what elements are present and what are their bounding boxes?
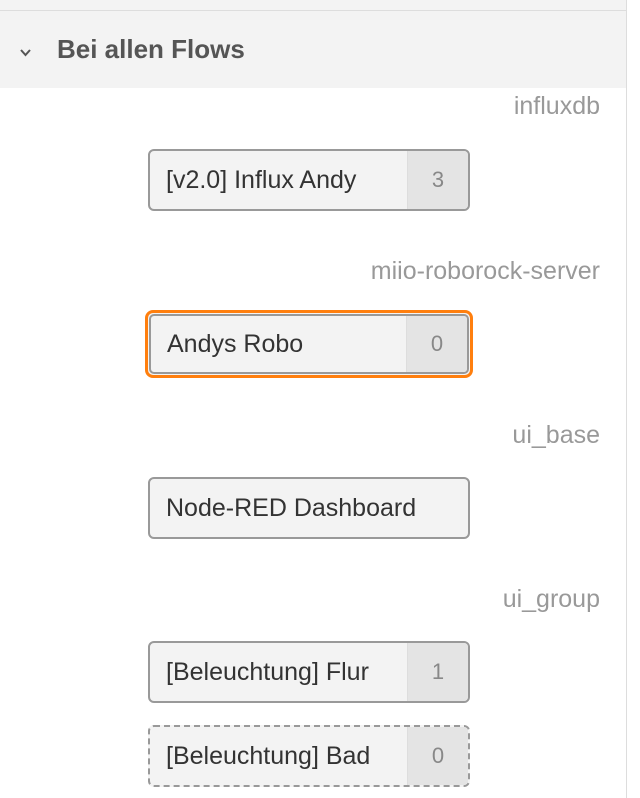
- usage-count-badge: 0: [407, 727, 468, 785]
- node-type-label-miio-roborock-server: miio-roborock-server: [370, 257, 600, 285]
- node-type-label-ui-base: ui_base: [512, 421, 600, 449]
- node-type-label-influxdb: influxdb: [513, 92, 600, 120]
- config-node-beleuchtung-flur[interactable]: [Beleuchtung] Flur 1: [148, 641, 470, 703]
- node-type-label-ui-group: ui_group: [502, 585, 600, 613]
- usage-count-badge: 1: [407, 643, 468, 701]
- config-node-body: Andys Robo 0: [149, 314, 469, 374]
- config-node-node-red-dashboard[interactable]: Node-RED Dashboard: [148, 477, 470, 539]
- config-node-influx-andy[interactable]: [v2.0] Influx Andy 3: [148, 149, 470, 211]
- config-node-label: [Beleuchtung] Bad: [166, 741, 371, 770]
- section-header-all-flows[interactable]: Bei allen Flows: [0, 11, 626, 88]
- usage-count-badge: 3: [407, 151, 468, 209]
- scrollbar-track[interactable]: [627, 0, 640, 798]
- config-nodes-panel: Bei allen Flows influxdb [v2.0] Influx A…: [0, 0, 627, 798]
- config-node-label: [v2.0] Influx Andy: [166, 165, 357, 194]
- config-node-label: Andys Robo: [167, 329, 304, 358]
- config-node-label: Node-RED Dashboard: [166, 493, 417, 522]
- config-node-beleuchtung-bad[interactable]: [Beleuchtung] Bad 0: [148, 725, 470, 787]
- section-title: Bei allen Flows: [57, 34, 245, 64]
- previous-section-strip: [0, 0, 626, 11]
- chevron-down-icon[interactable]: [20, 47, 31, 58]
- config-node-label: [Beleuchtung] Flur: [166, 657, 369, 686]
- config-node-andys-robo[interactable]: Andys Robo 0: [145, 310, 473, 378]
- usage-count-badge: 0: [406, 316, 467, 372]
